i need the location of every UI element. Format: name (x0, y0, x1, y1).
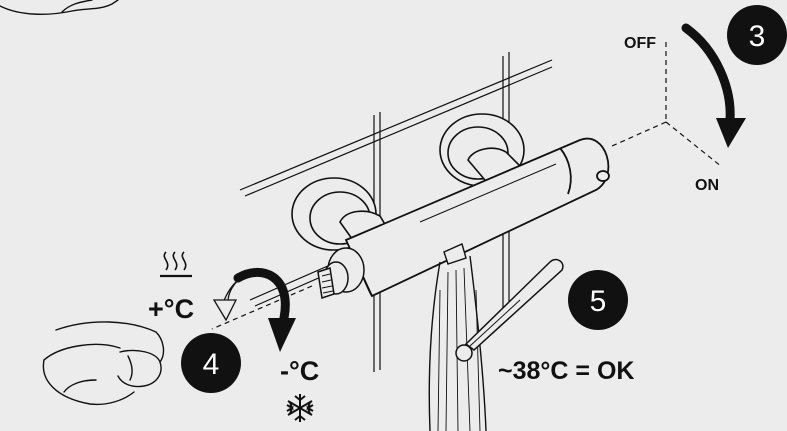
on-label: ON (695, 177, 719, 194)
dashed-guides (211, 42, 723, 330)
valve-right (439, 113, 525, 188)
colder-label: -°C (280, 356, 319, 386)
temperature-knob (317, 247, 365, 299)
step-3-badge: 3 (727, 5, 787, 65)
heat-waves-icon (160, 251, 192, 278)
step-5-badge: 5 (568, 270, 628, 330)
warmer-label: +°C (148, 294, 194, 324)
shower-outlet (428, 243, 487, 431)
step-4-number: 4 (203, 348, 220, 381)
hand-top-left (0, 0, 119, 15)
off-label: OFF (624, 35, 656, 52)
step-4-badge: 4 (181, 333, 241, 393)
target-temperature-label: ~38°C = OK (498, 357, 634, 385)
step-5-number: 5 (590, 285, 607, 318)
hand-bottom-left (42, 321, 165, 406)
thermometer-icon (455, 258, 564, 362)
step-3-number: 3 (749, 20, 766, 53)
rotate-on-arrow (681, 23, 746, 148)
rotate-cold-arrow (233, 267, 296, 352)
snowflake-icon (286, 394, 314, 422)
rotate-warm-arrow (212, 275, 245, 322)
